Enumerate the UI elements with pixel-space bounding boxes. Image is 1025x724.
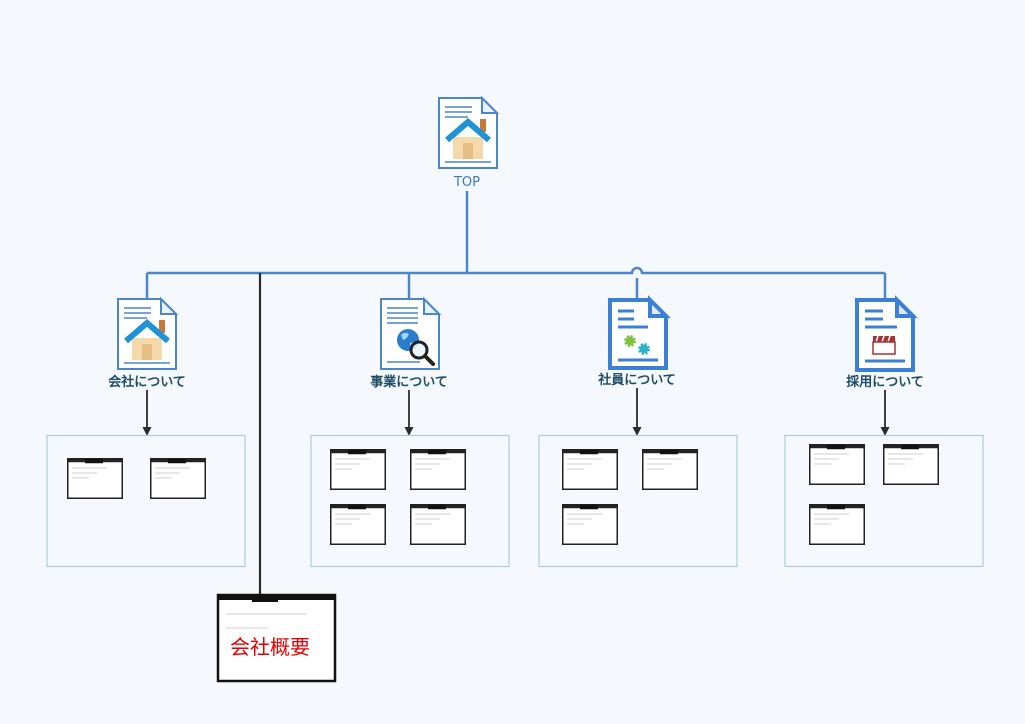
- section-node-staff: 社員について: [597, 295, 676, 388]
- globe-search-page-icon: [380, 296, 442, 370]
- section-label: 採用について: [846, 374, 924, 390]
- arrow-2: [404, 390, 414, 436]
- browser-page-icon: [216, 593, 337, 683]
- browser-page-icon: [563, 450, 618, 490]
- gear-page-icon: [608, 295, 671, 370]
- browser-page-icon: [411, 450, 466, 490]
- browser-page-icon: [411, 505, 466, 545]
- subpage-container-company: [46, 434, 246, 568]
- clapboard-page-icon: [855, 295, 918, 372]
- section-node-business: 事業について: [370, 296, 448, 390]
- browser-page-icon: [884, 445, 939, 485]
- browser-page-icon: [643, 450, 698, 490]
- arrow-3: [632, 388, 642, 436]
- browser-page-icon: [151, 459, 206, 499]
- highlight-page-title: 会社概要: [230, 635, 310, 659]
- highlight-page: 会社概要: [216, 593, 337, 683]
- section-node-company: 会社について: [108, 296, 186, 390]
- tree-connectors: [145, 191, 887, 298]
- browser-page-icon: [331, 450, 386, 490]
- browser-page-icon: [810, 505, 865, 545]
- section-arrows: [142, 388, 890, 436]
- section-label: 社員について: [597, 372, 676, 388]
- subpage-container-staff: [538, 434, 738, 568]
- section-node-recruit: 採用について: [846, 295, 924, 390]
- section-label: 会社について: [108, 374, 186, 390]
- subpage-container-business: [310, 434, 510, 568]
- browser-page-icon: [331, 505, 386, 545]
- home-page-icon: [117, 296, 179, 370]
- subpage-container-recruit: [784, 434, 984, 568]
- section-label: 事業について: [370, 374, 448, 390]
- arrow-1: [142, 390, 152, 436]
- browser-page-icon: [563, 505, 618, 545]
- browser-page-icon: [810, 445, 865, 485]
- home-page-icon: [438, 95, 500, 169]
- arrow-4: [880, 390, 890, 436]
- section-bus-line: [147, 266, 885, 275]
- root-label: TOP: [453, 175, 480, 190]
- root-node: TOP: [438, 95, 500, 190]
- browser-page-icon: [68, 459, 123, 499]
